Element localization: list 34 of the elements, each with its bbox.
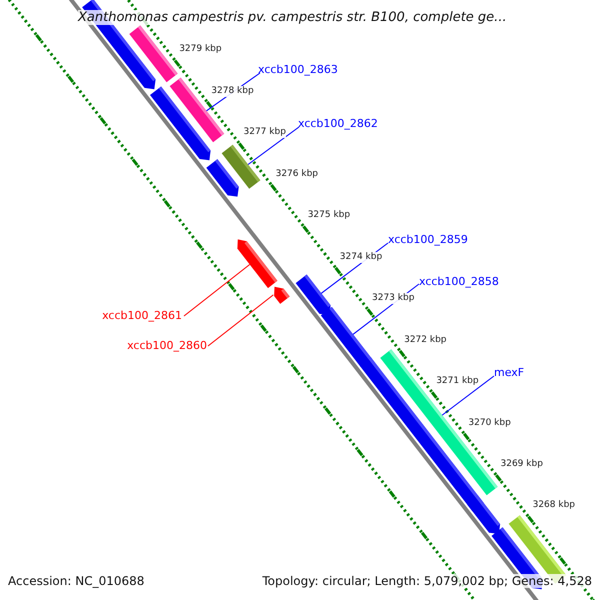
scale-label: 3277 kbp bbox=[244, 127, 286, 138]
gene-feature bbox=[206, 159, 239, 197]
scale-label: 3274 kbp bbox=[340, 252, 382, 263]
gene-label: xccb100_2858 bbox=[419, 275, 499, 288]
gene-feature bbox=[320, 306, 372, 368]
scale-label: 3279 kbp bbox=[179, 44, 222, 56]
scale-label: 3270 kbp bbox=[468, 418, 511, 428]
gene-feature bbox=[296, 274, 331, 316]
gene-label: xccb100_2859 bbox=[388, 233, 468, 246]
genome-stats-text: Topology: circular; Length: 5,079,002 bp; Genes: 4,528 bbox=[262, 574, 592, 588]
leader-line bbox=[184, 264, 250, 316]
scale-label: 3269 kbp bbox=[500, 459, 543, 470]
scale-label: 3273 kbp bbox=[372, 293, 414, 304]
gene-label: xccb100_2861 bbox=[102, 309, 182, 322]
leader-line bbox=[248, 126, 300, 165]
accession-text: Accession: NC_010688 bbox=[8, 574, 144, 588]
scale-label: 3275 kbp bbox=[308, 210, 350, 222]
gene-feature bbox=[237, 239, 278, 288]
leader-line bbox=[208, 294, 274, 346]
gene-label: mexF bbox=[494, 366, 524, 379]
scale-label: 3278 kbp bbox=[211, 86, 254, 97]
gene-label: xccb100_2862 bbox=[298, 117, 378, 130]
scale-label: 3276 kbp bbox=[276, 168, 318, 180]
gene-feature bbox=[129, 25, 178, 82]
gene-feature bbox=[274, 286, 290, 304]
gene-feature bbox=[467, 496, 500, 534]
leader-line bbox=[442, 376, 494, 416]
gene-feature bbox=[150, 86, 211, 160]
gene-label: xccb100_2860 bbox=[127, 339, 207, 352]
title: Xanthomonas campestris pv. campestris str. B100, complete ge... bbox=[78, 10, 507, 25]
gene-label: xccb100_2863 bbox=[258, 63, 338, 76]
scale-label: 3268 kbp bbox=[532, 500, 575, 512]
scale-label: 3272 kbp bbox=[404, 334, 446, 346]
scale-label: 3271 kbp bbox=[436, 376, 479, 387]
